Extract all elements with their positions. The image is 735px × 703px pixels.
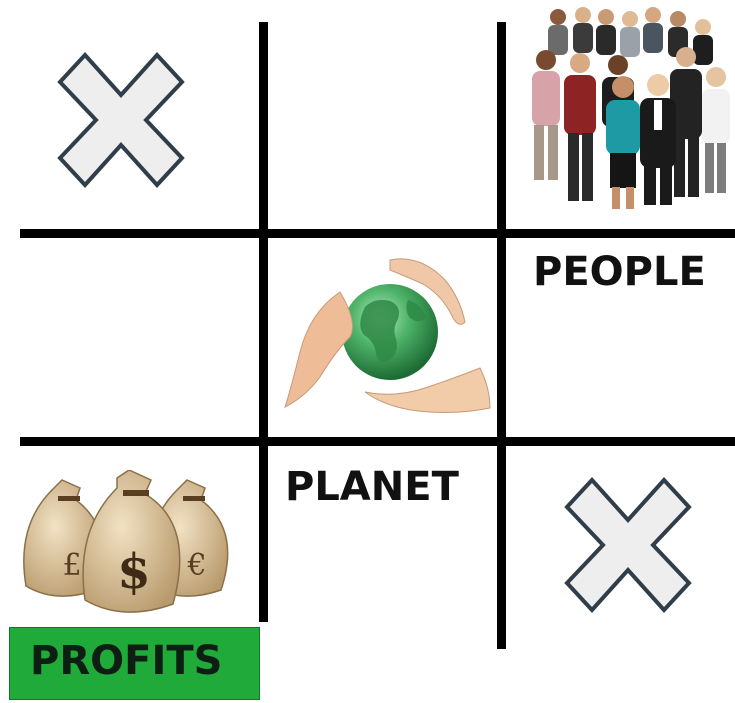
people-label: PEOPLE xyxy=(533,249,706,295)
x-mark-icon xyxy=(564,477,692,613)
euro-symbol: € xyxy=(186,548,206,583)
profits-banner: PROFITS xyxy=(9,627,260,700)
grid-line-horizontal-bottom xyxy=(20,437,735,446)
pound-symbol: £ xyxy=(62,548,81,583)
grid-line-horizontal-top xyxy=(20,229,735,238)
people-crowd-image xyxy=(532,7,730,209)
profits-label: PROFITS xyxy=(30,638,223,684)
x-mark-icon xyxy=(57,52,185,188)
grid-line-vertical-right xyxy=(497,22,506,649)
grid-line-vertical-left xyxy=(259,22,268,622)
planet-label: PLANET xyxy=(285,464,459,510)
money-bags-image: £ € $ xyxy=(23,470,229,613)
globe-in-hands-image xyxy=(284,258,491,413)
dollar-symbol: $ xyxy=(117,544,150,600)
